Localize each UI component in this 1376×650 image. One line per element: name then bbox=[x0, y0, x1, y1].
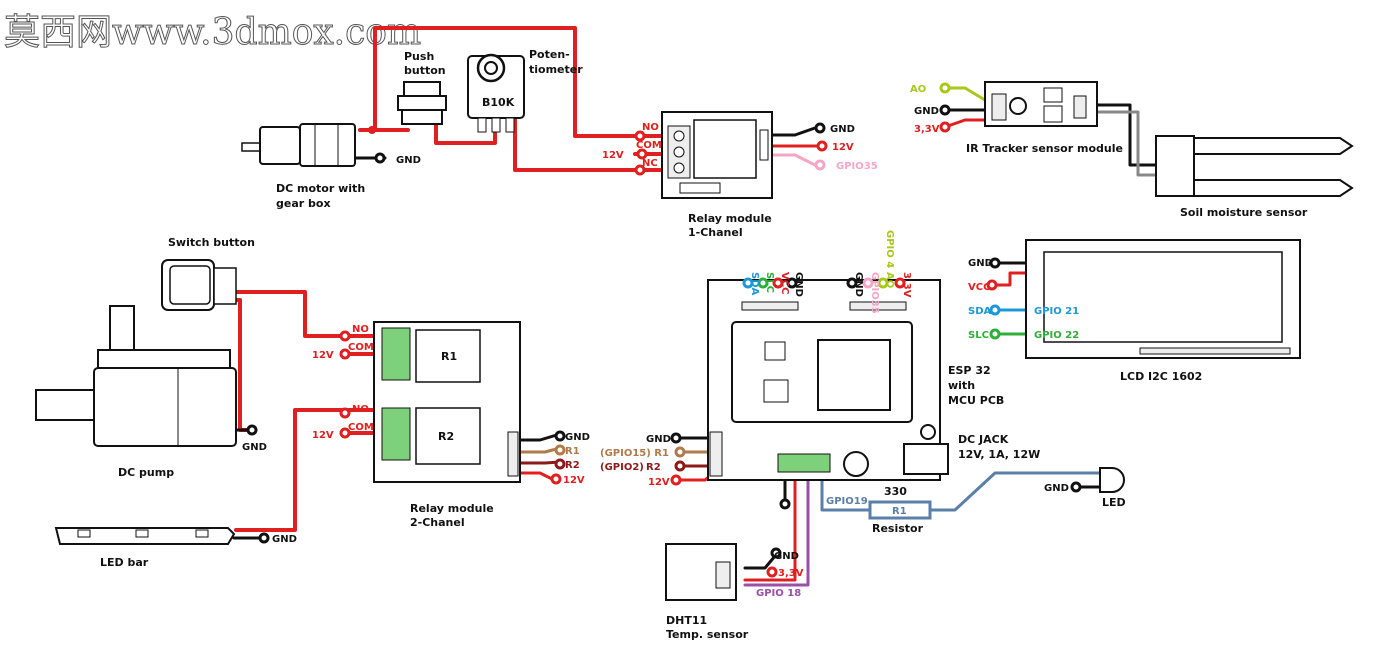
esp-gpio35-top-label: GPIO35 bbox=[869, 272, 880, 314]
esp32-label-3: MCU PCB bbox=[948, 394, 1004, 407]
potentiometer-label: Poten- bbox=[529, 48, 570, 61]
relay2-12v-label: 12V bbox=[312, 350, 334, 361]
led-label: LED bbox=[1102, 496, 1126, 509]
esp-gnd-top-label: GND bbox=[793, 272, 804, 297]
lcd-gnd-label: GND bbox=[968, 258, 993, 269]
resistor: R1 bbox=[868, 500, 932, 520]
component-labels: DC motor with gear box Push button Poten… bbox=[100, 48, 1308, 641]
dc-pump-label: DC pump bbox=[118, 466, 174, 479]
relay-module-2: R1 R2 bbox=[373, 321, 521, 483]
esp-ao-top-label: AO bbox=[884, 272, 895, 288]
esp-gpio4-top-label: GPIO 4 bbox=[884, 230, 895, 268]
relay2-r2-pin: R2 bbox=[565, 460, 580, 471]
potentiometer bbox=[467, 53, 525, 133]
dht11-label-2: Temp. sensor bbox=[666, 628, 749, 641]
resistor-label: Resistor bbox=[872, 522, 924, 535]
relay2-r2-label: R2 bbox=[438, 430, 454, 443]
dht-gnd-label: GND bbox=[774, 551, 799, 562]
relay-module-1 bbox=[661, 111, 773, 199]
ir-tracker-label: IR Tracker sensor module bbox=[966, 142, 1123, 155]
esp-r2-label: R2 bbox=[646, 462, 661, 473]
dc-motor bbox=[241, 123, 356, 167]
dht-gpio18-label: GPIO 18 bbox=[756, 588, 801, 599]
relay2-r1-pin: R1 bbox=[565, 446, 580, 457]
relay2-label-2: 2-Chanel bbox=[410, 516, 465, 529]
esp-sda-label: SDA bbox=[749, 272, 760, 296]
relay2-r1-label: R1 bbox=[441, 350, 457, 363]
relay1-gpio35-label: GPIO35 bbox=[836, 161, 878, 172]
esp32-label: ESP 32 bbox=[948, 364, 991, 377]
gpio19-label: GPIO19 bbox=[826, 496, 868, 507]
push-button-label: Push bbox=[404, 50, 434, 63]
lcd-slc-label: SLC bbox=[968, 330, 989, 341]
lcd-gpio22-label: GPIO 22 bbox=[1034, 330, 1079, 341]
relay2-no-label: NO bbox=[352, 324, 369, 335]
dht11-label: DHT11 bbox=[666, 614, 707, 627]
dht11-sensor bbox=[665, 543, 737, 601]
switch-button-label: Switch button bbox=[168, 236, 255, 249]
ir-ao-label: AO bbox=[910, 84, 926, 95]
relay1-vcc-label: 12V bbox=[832, 142, 854, 153]
ir-gnd-label: GND bbox=[914, 106, 939, 117]
esp-33v-top-label: 3,3V bbox=[901, 272, 912, 298]
relay2-gnd-label: GND bbox=[565, 432, 590, 443]
relay1-com-label: COM bbox=[636, 140, 662, 151]
esp-vcc-label: VCC bbox=[779, 272, 790, 294]
resistor-id: R1 bbox=[892, 506, 907, 517]
connector-dots bbox=[246, 82, 1082, 578]
relay1-nc-label: NC bbox=[642, 158, 658, 169]
switch-button bbox=[161, 259, 237, 311]
esp-gnd-label: GND bbox=[646, 434, 671, 445]
esp-gnd-top2-label: GND bbox=[853, 272, 864, 297]
relay1-label-2: 1-Chanel bbox=[688, 226, 743, 239]
dc-jack bbox=[903, 424, 949, 475]
relay1-12v-label: 12V bbox=[602, 150, 624, 161]
lcd-i2c-1602 bbox=[1025, 239, 1301, 359]
dc-pump bbox=[35, 305, 237, 447]
pot-value: B10K bbox=[482, 96, 515, 109]
soil-moisture-sensor bbox=[1155, 135, 1354, 197]
dc-motor-label-2: gear box bbox=[276, 197, 331, 210]
push-button-label-2: button bbox=[404, 64, 446, 77]
esp32-board bbox=[707, 279, 941, 481]
led-bar-label: LED bar bbox=[100, 556, 149, 569]
motor-gnd-label: GND bbox=[396, 155, 421, 166]
relay1-label: Relay module bbox=[688, 212, 772, 225]
relay2-12v2-label: 12V bbox=[312, 430, 334, 441]
led-gnd-label: GND bbox=[1044, 483, 1069, 494]
relay1-gnd-label: GND bbox=[830, 124, 855, 135]
lcd-label: LCD I2C 1602 bbox=[1120, 370, 1202, 383]
lcd-gpio21-label: GPIO 21 bbox=[1034, 306, 1079, 317]
pump-gnd-label: GND bbox=[242, 442, 267, 453]
relay2-no2-label: NO bbox=[352, 404, 369, 415]
led bbox=[1099, 467, 1125, 493]
soil-sensor-label: Soil moisture sensor bbox=[1180, 206, 1308, 219]
led-bar bbox=[54, 527, 236, 545]
esp32-label-2: with bbox=[948, 379, 975, 392]
esp-12v-label: 12V bbox=[648, 477, 670, 488]
dc-jack-label: DC JACK bbox=[958, 433, 1009, 446]
relay2-com-label: COM bbox=[348, 342, 374, 353]
watermark: 莫西网www.3dmox.com bbox=[4, 12, 421, 53]
esp-slc-label: SLC bbox=[764, 272, 775, 293]
resistor-value: 330 bbox=[884, 485, 907, 498]
pin-labels: GND NO COM 12V NC GND 12V GPIO35 AO GND … bbox=[242, 84, 1079, 599]
potentiometer-label-2: tiometer bbox=[529, 63, 583, 76]
relay2-com2-label: COM bbox=[348, 422, 374, 433]
relay2-12v-pin: 12V bbox=[563, 475, 585, 486]
dht-33v-label: 3,3V bbox=[778, 568, 804, 579]
push-button bbox=[397, 81, 447, 125]
ledbar-gnd-label: GND bbox=[272, 534, 297, 545]
relay2-label: Relay module bbox=[410, 502, 494, 515]
ir-tracker-module bbox=[984, 81, 1098, 127]
relay1-no-label: NO bbox=[642, 122, 659, 133]
esp-gpio2-label: (GPIO2) bbox=[600, 462, 644, 473]
lcd-sda-label: SDA bbox=[968, 306, 992, 317]
esp-gpio15-label: (GPIO15) R1 bbox=[600, 448, 669, 459]
dc-motor-label: DC motor with bbox=[276, 182, 365, 195]
lcd-vcc-label: VCC bbox=[968, 282, 990, 293]
dc-jack-label-2: 12V, 1A, 12W bbox=[958, 448, 1040, 461]
ir-33v-label: 3,3V bbox=[914, 124, 940, 135]
